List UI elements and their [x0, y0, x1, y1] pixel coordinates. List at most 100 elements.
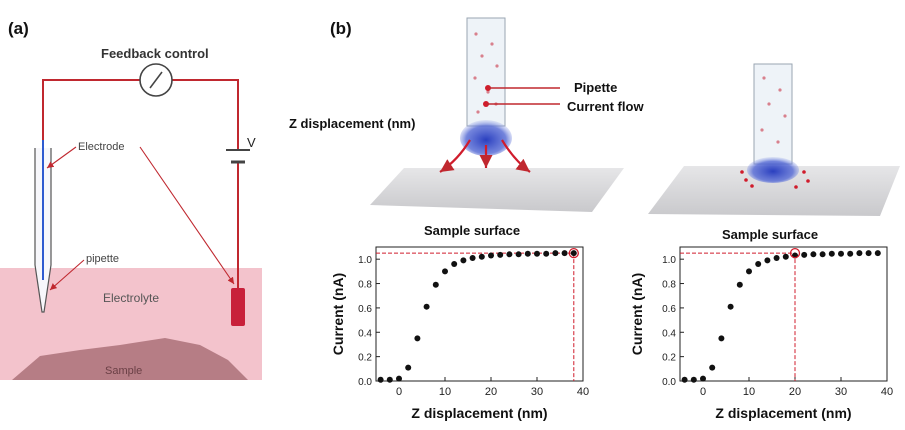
sample-surface-label-right: Sample surface	[722, 227, 818, 242]
y-tick-label: 0.0	[358, 377, 372, 388]
data-point	[570, 250, 577, 257]
y-tick-label: 0.4	[358, 328, 372, 339]
electrode-label: Electrode	[78, 141, 124, 153]
y-axis-label: Current (nA)	[330, 273, 346, 355]
data-point	[386, 376, 393, 383]
data-point	[552, 250, 559, 257]
panel-b: (b) Pipette Current flow Z displacement …	[289, 17, 900, 242]
x-tick-label: 20	[789, 386, 801, 398]
data-point	[727, 303, 734, 310]
data-point	[709, 364, 716, 371]
x-tick-label: 10	[743, 386, 755, 398]
data-point	[856, 250, 863, 257]
data-point	[405, 364, 412, 371]
data-point	[746, 268, 752, 275]
data-point	[377, 376, 384, 383]
x-tick-label: 0	[700, 386, 706, 398]
data-point	[497, 251, 504, 258]
x-tick-label: 20	[485, 386, 497, 398]
feedback-control-label: Feedback control	[101, 46, 209, 61]
data-point	[442, 268, 448, 275]
pipette-shape	[34, 140, 52, 313]
data-point	[755, 261, 762, 268]
sample-shape	[12, 338, 248, 380]
battery-icon	[226, 149, 250, 164]
voltage-label: V	[247, 135, 256, 150]
reference-electrode	[231, 288, 245, 326]
electrolyte-label: Electrolyte	[103, 291, 159, 305]
data-point	[506, 251, 513, 258]
x-tick-label: 40	[577, 386, 589, 398]
x-tick-label: 30	[835, 386, 847, 398]
data-point	[736, 281, 743, 288]
data-point	[690, 376, 697, 383]
y-axis-label: Current (nA)	[629, 273, 645, 355]
panel-a-label: (a)	[8, 19, 29, 38]
x-axis-label: Z displacement (nm)	[715, 405, 851, 421]
ions-left	[473, 32, 499, 114]
y-tick-label: 0.6	[358, 304, 372, 315]
ion-cloud-left	[460, 120, 512, 156]
y-tick-label: 0.0	[662, 377, 676, 388]
data-point	[828, 250, 835, 257]
current-dots-right	[740, 170, 810, 189]
data-point	[865, 250, 872, 257]
data-point	[543, 250, 550, 257]
data-point	[451, 261, 458, 268]
y-tick-label: 0.4	[662, 328, 676, 339]
data-point	[810, 251, 817, 258]
feedback-meter-icon	[139, 63, 173, 97]
ions-right	[760, 76, 787, 144]
data-point	[414, 335, 421, 342]
panel-a: (a) Electrolyte Sample Feedback control …	[0, 19, 262, 380]
sample-surface-right	[648, 166, 900, 216]
data-point	[488, 252, 494, 259]
data-point	[469, 254, 476, 261]
plot-frame	[375, 246, 584, 382]
data-point	[801, 251, 808, 258]
x-tick-label: 0	[396, 386, 402, 398]
x-tick-label: 30	[531, 386, 543, 398]
current-flow-label: Current flow	[567, 99, 644, 114]
illustration-left	[370, 17, 624, 212]
illustration-right	[648, 63, 900, 216]
data-point	[534, 250, 540, 257]
y-tick-label: 0.8	[662, 280, 676, 291]
plot-frame	[679, 246, 888, 382]
sample-surface-label-left: Sample surface	[424, 223, 520, 238]
data-point	[515, 251, 522, 258]
data-point	[773, 254, 780, 261]
pipette-callout-label: Pipette	[574, 80, 617, 95]
z-displacement-label: Z displacement (nm)	[289, 116, 415, 131]
data-point	[718, 335, 725, 342]
y-tick-label: 1.0	[662, 255, 676, 266]
data-point	[460, 257, 467, 264]
data-point	[764, 257, 771, 264]
pipette-right	[753, 63, 793, 165]
circuit-wires	[42, 79, 239, 295]
current-arrows-left	[439, 139, 531, 173]
annotation-arrows	[46, 146, 235, 291]
data-point	[847, 250, 854, 257]
data-point	[478, 253, 485, 260]
y-tick-label: 0.2	[358, 353, 372, 364]
y-tick-label: 0.6	[662, 304, 676, 315]
sample-label: Sample	[105, 365, 142, 377]
data-point	[423, 303, 430, 310]
pipette-left	[466, 17, 506, 127]
y-tick-label: 1.0	[358, 255, 372, 266]
data-point	[838, 250, 844, 257]
x-axis-label: Z displacement (nm)	[411, 405, 547, 421]
data-point	[561, 250, 568, 257]
data-point	[874, 250, 881, 257]
x-tick-label: 10	[439, 386, 451, 398]
data-point	[432, 281, 439, 288]
marker-circle	[568, 247, 579, 259]
data-point	[700, 375, 706, 382]
data-point	[524, 250, 531, 257]
data-point	[782, 253, 789, 260]
sample-surface-left	[370, 168, 624, 212]
